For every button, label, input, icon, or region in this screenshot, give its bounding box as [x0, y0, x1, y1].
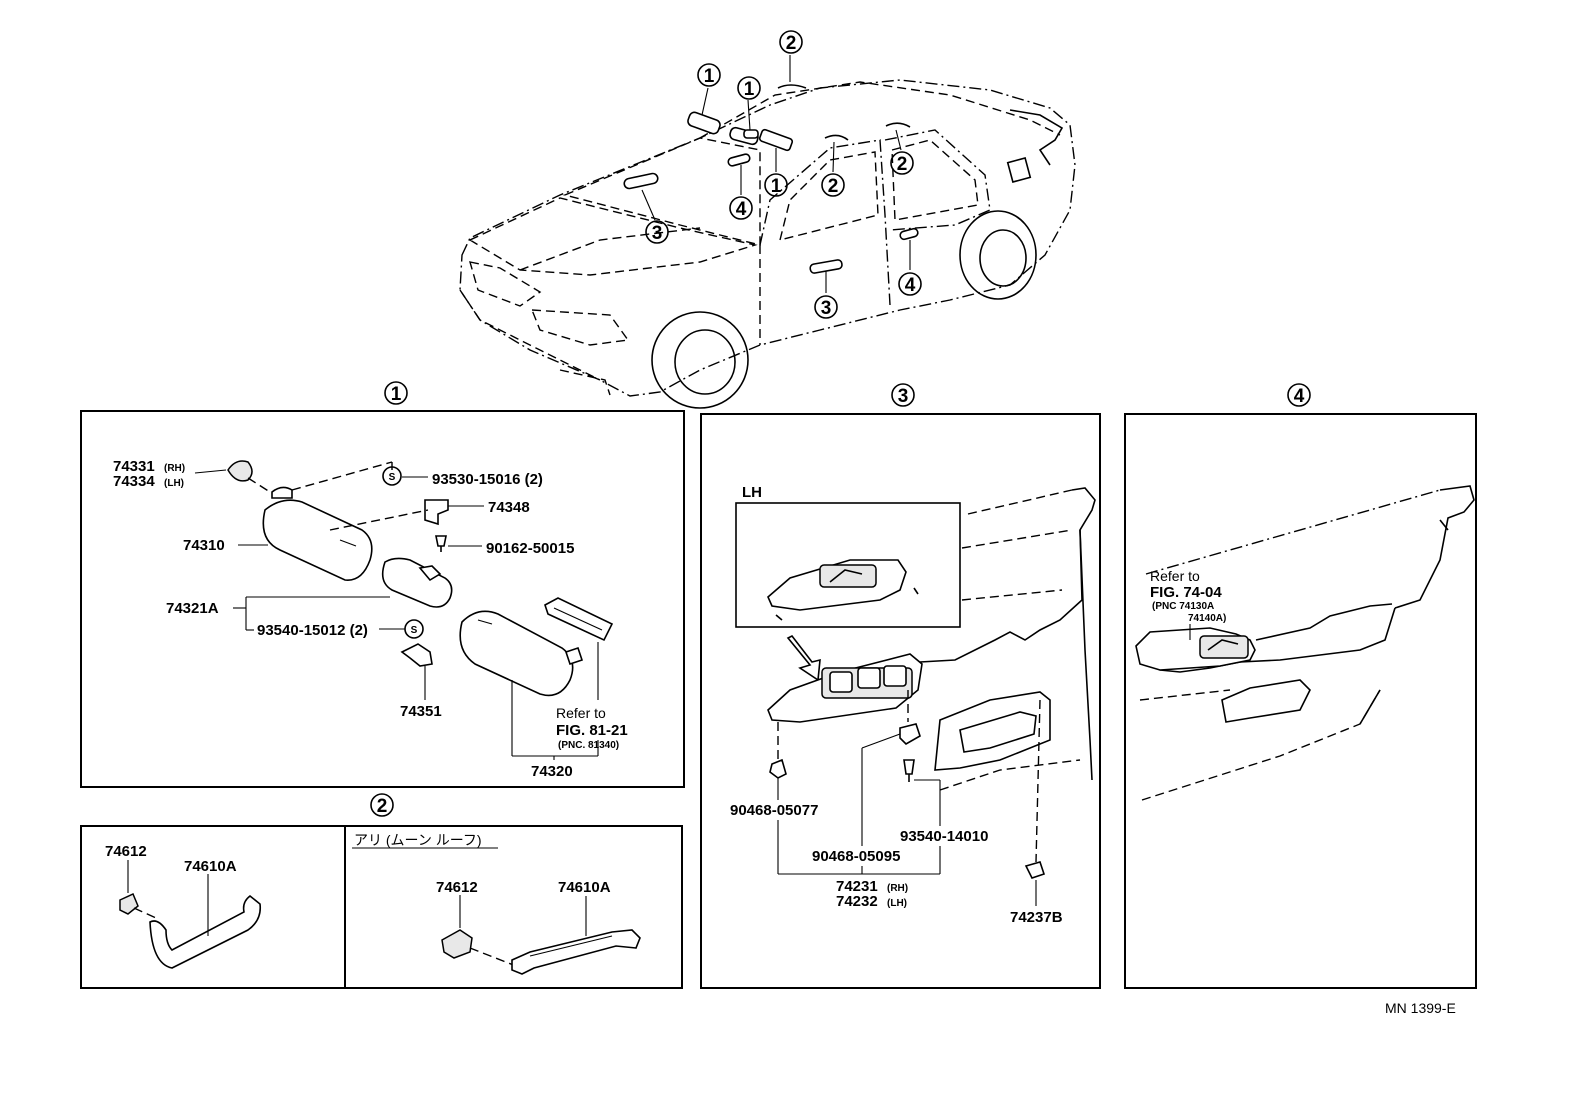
label-74331-side: (RH) — [164, 463, 185, 474]
label-74237b: 74237B — [1010, 909, 1063, 926]
car-callout-2b: 2 — [821, 173, 845, 197]
svg-text:1: 1 — [391, 384, 402, 405]
label-74334-side: (LH) — [164, 478, 184, 489]
car-callout-4b: 4 — [898, 272, 922, 296]
label-74231: 74231 — [836, 878, 878, 895]
refer-note-4-line2: FIG. 74-04 — [1150, 584, 1222, 601]
car-callout-2c: 2 — [890, 151, 914, 175]
refer-note-1-line1: Refer to — [556, 705, 606, 721]
refer-note-4-line4: 74140A) — [1188, 613, 1226, 624]
car-callout-3a: 3 — [645, 220, 669, 244]
section-3-parts — [735, 487, 1096, 906]
moonroof-header: アリ (ムーン ルーフ) — [354, 832, 482, 848]
car-callout-2a: 2 — [779, 30, 803, 54]
section-1-parts — [194, 460, 614, 760]
section-2-box-right — [344, 825, 683, 989]
refer-note-4-line3: (PNC 74130A — [1152, 601, 1214, 612]
car-callout-4a: 4 — [729, 196, 753, 220]
svg-text:3: 3 — [821, 298, 832, 319]
lh-label: LH — [742, 484, 762, 501]
s-mark-1: S — [389, 472, 396, 483]
label-74231-side: (RH) — [887, 883, 908, 894]
car-overview-illustration — [459, 55, 1076, 409]
section-4-callout: 4 — [1287, 383, 1311, 407]
refer-note-4-line1: Refer to — [1150, 568, 1200, 584]
label-74331: 74331 — [113, 458, 155, 475]
refer-note-1-line3: (PNC. 81340) — [558, 740, 619, 751]
label-74232-side: (LH) — [887, 898, 907, 909]
svg-text:2: 2 — [828, 176, 839, 197]
refer-note-1-line2: FIG. 81-21 — [556, 722, 628, 739]
car-callout-1c: 1 — [764, 173, 788, 197]
label-74334: 74334 — [113, 473, 155, 490]
label-74612-right: 74612 — [436, 879, 478, 896]
label-74321a: 74321A — [166, 600, 219, 617]
label-74351: 74351 — [400, 703, 442, 720]
section-1-box — [80, 410, 685, 788]
car-callout-3b: 3 — [814, 295, 838, 319]
svg-text:1: 1 — [771, 176, 782, 197]
svg-text:1: 1 — [704, 66, 715, 87]
svg-text:3: 3 — [898, 386, 909, 407]
section-4-box — [1124, 413, 1477, 989]
label-74610a-right: 74610A — [558, 879, 611, 896]
svg-text:2: 2 — [786, 33, 797, 54]
section-2-callout: 2 — [370, 793, 394, 817]
section-3-callout: 3 — [891, 383, 915, 407]
label-74610a-left: 74610A — [184, 858, 237, 875]
svg-text:4: 4 — [736, 199, 747, 220]
label-74612-left: 74612 — [105, 843, 147, 860]
s-mark-2: S — [411, 625, 418, 636]
label-74310: 74310 — [183, 537, 225, 554]
car-callout-1a: 1 — [697, 63, 721, 87]
label-74232: 74232 — [836, 893, 878, 910]
svg-text:1: 1 — [744, 79, 755, 100]
diagram-code: MN 1399-E — [1385, 1000, 1456, 1016]
label-93540-14010: 93540-14010 — [900, 828, 988, 845]
section-4-parts — [1135, 485, 1475, 801]
label-74348: 74348 — [488, 499, 530, 516]
section-3-box — [700, 413, 1101, 989]
label-74320: 74320 — [531, 763, 573, 780]
label-93530-15016: 93530-15016 (2) — [432, 471, 543, 488]
svg-text:4: 4 — [1294, 386, 1305, 407]
car-callout-1b: 1 — [737, 76, 761, 100]
label-93540-15012: 93540-15012 (2) — [257, 622, 368, 639]
label-90468-05095: 90468-05095 — [812, 848, 900, 865]
svg-text:2: 2 — [897, 154, 908, 175]
svg-text:2: 2 — [377, 796, 388, 817]
section-2-parts — [119, 847, 641, 975]
label-90162-50015: 90162-50015 — [486, 540, 574, 557]
svg-text:4: 4 — [905, 275, 916, 296]
svg-text:3: 3 — [652, 223, 663, 244]
label-90468-05077: 90468-05077 — [730, 802, 818, 819]
section-1-callout: 1 — [384, 381, 408, 405]
